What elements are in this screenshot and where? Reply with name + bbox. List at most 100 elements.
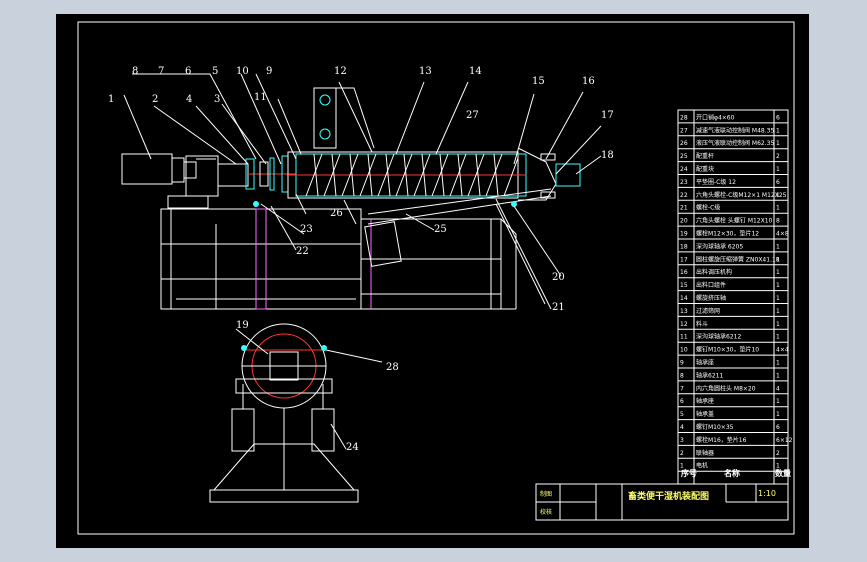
bom-row-name: 出料调压机构 — [696, 268, 732, 276]
bom-row-number: 18 — [680, 243, 688, 250]
bom-header-qty: 数量 — [775, 468, 791, 478]
callout-22: 22 — [296, 246, 309, 257]
bom-row-name: 配重块 — [696, 165, 714, 173]
bom-row-number: 13 — [680, 308, 688, 315]
callout-18: 18 — [601, 150, 614, 161]
bom-row-number: 23 — [680, 179, 688, 186]
bom-row-qty: 1 — [776, 360, 780, 367]
callout-9: 9 — [266, 66, 272, 77]
bom-row-qty: 1 — [776, 282, 780, 289]
callout-8: 8 — [132, 66, 138, 77]
bom-row-number: 25 — [680, 153, 688, 160]
bom-row-number: 28 — [680, 114, 688, 121]
bom-row-qty: 6 — [776, 424, 780, 431]
bom-row-number: 10 — [680, 347, 688, 354]
counterweight-lever — [367, 188, 552, 215]
callout-25: 25 — [434, 224, 447, 235]
hopper — [313, 87, 337, 149]
bom-row-qty: 1 — [776, 295, 780, 302]
callout-2: 2 — [152, 94, 158, 105]
bom-row-name: 深沟球轴承6212 — [696, 333, 741, 341]
drawing-sheet: 1 2 3 4 5 6 7 8 9 10 11 12 13 14 15 16 1… — [56, 14, 809, 548]
motor — [121, 153, 173, 185]
drawing-title: 畜类便干湿机装配图 — [628, 490, 709, 502]
drawing-border — [77, 21, 795, 535]
bom-row-name: 电机 — [696, 462, 708, 470]
callout-1: 1 — [108, 94, 114, 105]
bom-row-number: 24 — [680, 166, 688, 173]
callout-3: 3 — [214, 94, 220, 105]
callout-15: 15 — [532, 76, 545, 87]
callout-14: 14 — [469, 66, 482, 77]
bom-row-number: 17 — [680, 256, 688, 263]
callout-27: 27 — [466, 110, 479, 121]
bom-row-name: 配重杆 — [696, 152, 714, 160]
callout-19: 19 — [236, 320, 249, 331]
bom-row-number: 11 — [680, 334, 688, 341]
bom-row-qty: 6×12 — [776, 437, 793, 444]
bom-row-name: 轴承座 — [696, 359, 714, 367]
assembly-drawing: 1 2 3 4 5 6 7 8 9 10 11 12 13 14 15 16 1… — [77, 21, 795, 535]
callout-11: 11 — [254, 92, 267, 103]
bom-row-name: 螺钉M10×30，垫片10 — [696, 346, 759, 354]
callout-10: 10 — [236, 66, 249, 77]
bom-row-number: 6 — [680, 398, 684, 405]
drawing-scale: 1:10 — [758, 489, 776, 498]
leader-lines — [123, 73, 602, 450]
bom-row-name: 过滤筛网 — [696, 307, 720, 315]
bom-row-number: 22 — [680, 192, 688, 199]
callout-13: 13 — [419, 66, 432, 77]
bom-row-qty: 8 — [776, 218, 780, 225]
bom-row-number: 8 — [680, 372, 684, 379]
screw-flights — [305, 153, 519, 197]
weight-right — [311, 408, 335, 452]
bom-row-qty: 1 — [776, 256, 780, 263]
callout-labels: 1 2 3 4 5 6 7 8 9 10 11 12 13 14 15 16 1… — [108, 66, 614, 453]
counterweight — [364, 221, 402, 267]
bom-row-number: 7 — [680, 385, 684, 392]
callout-21: 21 — [552, 302, 565, 313]
bom-row-name: 螺旋挤压轴 — [696, 294, 726, 302]
bom-row-name: 深沟球轴承 6205 — [696, 242, 743, 250]
drawn-label: 制图 — [540, 490, 552, 498]
checked-label: 校核 — [540, 508, 552, 516]
bom-row-number: 5 — [680, 411, 684, 418]
callout-26: 26 — [330, 208, 343, 219]
weight-left — [231, 408, 255, 452]
bom-row-number: 19 — [680, 231, 688, 238]
bom-row-qty: 1 — [776, 372, 780, 379]
bom-row-qty: 1 — [776, 308, 780, 315]
bom-row-qty: 2 — [776, 450, 780, 457]
bom-row-name: 轴承6211 — [696, 371, 723, 379]
callout-6: 6 — [185, 66, 191, 77]
bom-row-qty: 1 — [776, 192, 780, 199]
callout-12: 12 — [334, 66, 347, 77]
bom-row-number: 9 — [680, 360, 684, 367]
bom-row-name: 螺栓M12×30，垫片12 — [696, 230, 759, 238]
bom-row-number: 14 — [680, 295, 688, 302]
bom-row-number: 2 — [680, 450, 684, 457]
callout-7: 7 — [158, 66, 164, 77]
bom-row-name: 螺栓M16，垫片16 — [696, 436, 747, 444]
bom-row-name: 料斗 — [696, 320, 708, 328]
callout-24: 24 — [346, 442, 359, 453]
bom-row-number: 15 — [680, 282, 688, 289]
base-frame-left — [160, 208, 362, 310]
bom-row-number: 12 — [680, 321, 688, 328]
bom-row-number: 21 — [680, 205, 688, 212]
bom-row-qty: 1 — [776, 411, 780, 418]
callout-5: 5 — [212, 66, 218, 77]
bom-header-name: 名称 — [724, 468, 740, 478]
bom-row-name: 轴承盖 — [696, 410, 714, 418]
callout-23: 23 — [300, 224, 313, 235]
end-view — [209, 323, 359, 503]
bom-row-name: 出料口组件 — [696, 281, 726, 289]
bom-row-name: 联轴器 — [696, 449, 714, 457]
bom-row-name: 六角头螺栓 头螺钉 M12X10 — [696, 217, 773, 225]
bom-row-number: 4 — [680, 424, 684, 431]
callout-16: 16 — [582, 76, 595, 87]
bom-row-qty: 1 — [776, 398, 780, 405]
bom-row-qty: 1 — [776, 243, 780, 250]
